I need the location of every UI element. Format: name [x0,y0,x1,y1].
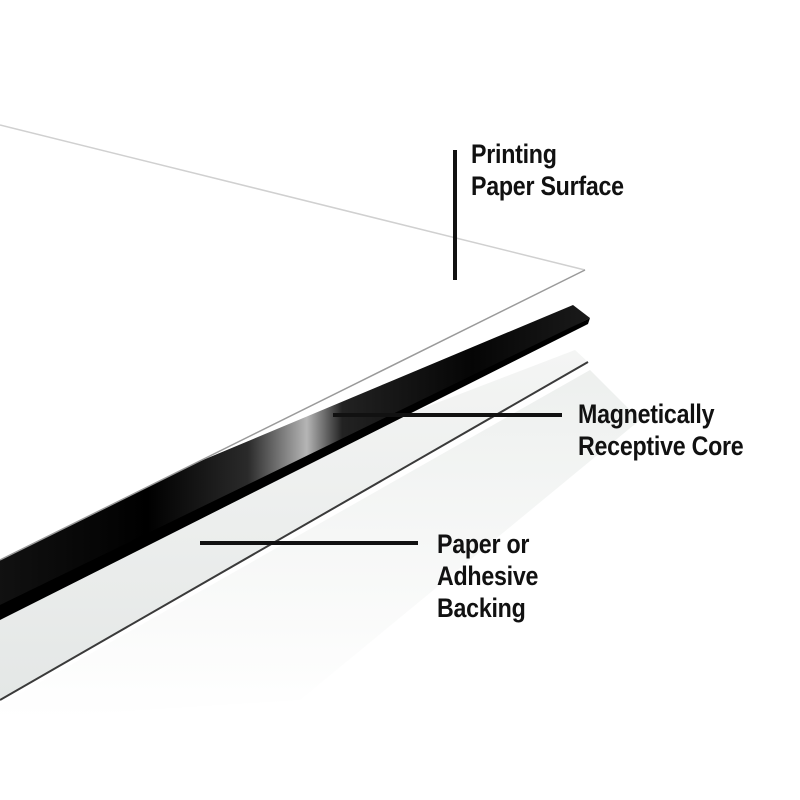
backing-layer [0,350,588,700]
backing-edge [0,361,589,701]
magnetic-core-edge [0,318,590,620]
label-printing-paper-surface: Printing Paper Surface [471,138,624,202]
label-line: Backing [437,593,526,623]
printing-paper-bottom-edge [0,269,586,561]
label-line: Magnetically [578,399,715,429]
label-line: Paper Surface [471,171,624,201]
label-magnetically-receptive-core: Magnetically Receptive Core [578,398,744,462]
printing-paper-top-edge [0,124,586,271]
label-line: Printing [471,139,557,169]
label-line: Adhesive [437,561,539,591]
label-line: Paper or [437,529,530,559]
label-line: Receptive Core [578,431,744,461]
label-paper-or-adhesive-backing: Paper or Adhesive Backing [437,528,538,624]
